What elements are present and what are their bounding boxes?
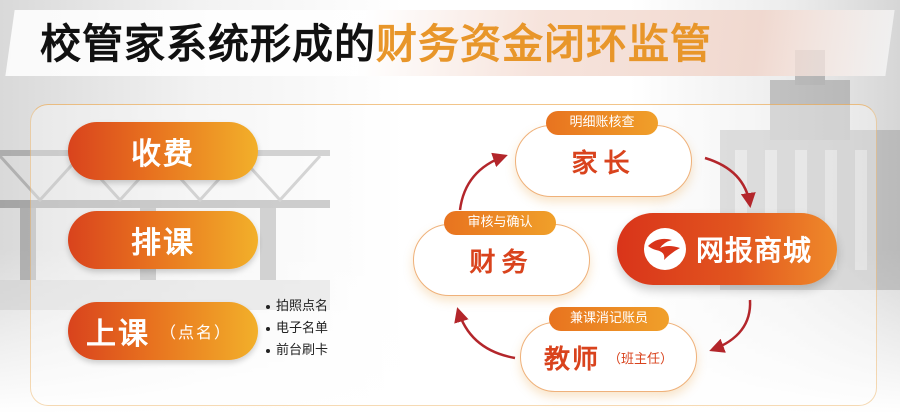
class-method-list: 拍照点名 电子名单 前台刷卡 [266, 296, 366, 362]
node-label: 财务 [469, 247, 534, 278]
step-pill-schedule: 排课 [68, 211, 258, 269]
page-title: 校管家系统形成的财务资金闭环监管 [40, 12, 870, 76]
node-sublabel: （班主任） [608, 351, 674, 367]
hub-label: 网报商城 [695, 234, 812, 267]
bullet-dot-icon [266, 348, 270, 353]
title-dark-part: 校管家系统形成的 [40, 20, 376, 68]
node-label: 教师 [543, 344, 600, 375]
list-item: 电子名单 [266, 318, 366, 340]
swirl-logo-icon [643, 228, 686, 270]
step-pill-fee: 收费 [68, 122, 258, 180]
step-label: 收费 [131, 137, 195, 172]
cycle-node-teacher: 教师 （班主任） [520, 322, 697, 392]
step-pill-class: 上课 （点名） [68, 302, 258, 360]
step-label: 上课 [86, 317, 150, 352]
cycle-hub-mall: 网报商城 [617, 213, 837, 285]
cycle-node-parent: 家长 [515, 125, 692, 197]
list-item: 拍照点名 [266, 296, 366, 318]
cycle-node-finance: 财务 [413, 224, 590, 296]
bullet-dot-icon [266, 304, 270, 309]
step-sublabel: （点名） [160, 323, 233, 342]
title-accent-part: 财务资金闭环监管 [376, 20, 712, 68]
cycle-tag-finance: 审核与确认 [444, 211, 556, 235]
list-item: 前台刷卡 [266, 340, 366, 362]
step-label: 排课 [131, 226, 195, 261]
cycle-tag-parent: 明细账核查 [546, 111, 658, 135]
bullet-dot-icon [266, 326, 270, 331]
cycle-tag-teacher: 兼课消记账员 [549, 307, 669, 331]
node-label: 家长 [571, 148, 636, 179]
